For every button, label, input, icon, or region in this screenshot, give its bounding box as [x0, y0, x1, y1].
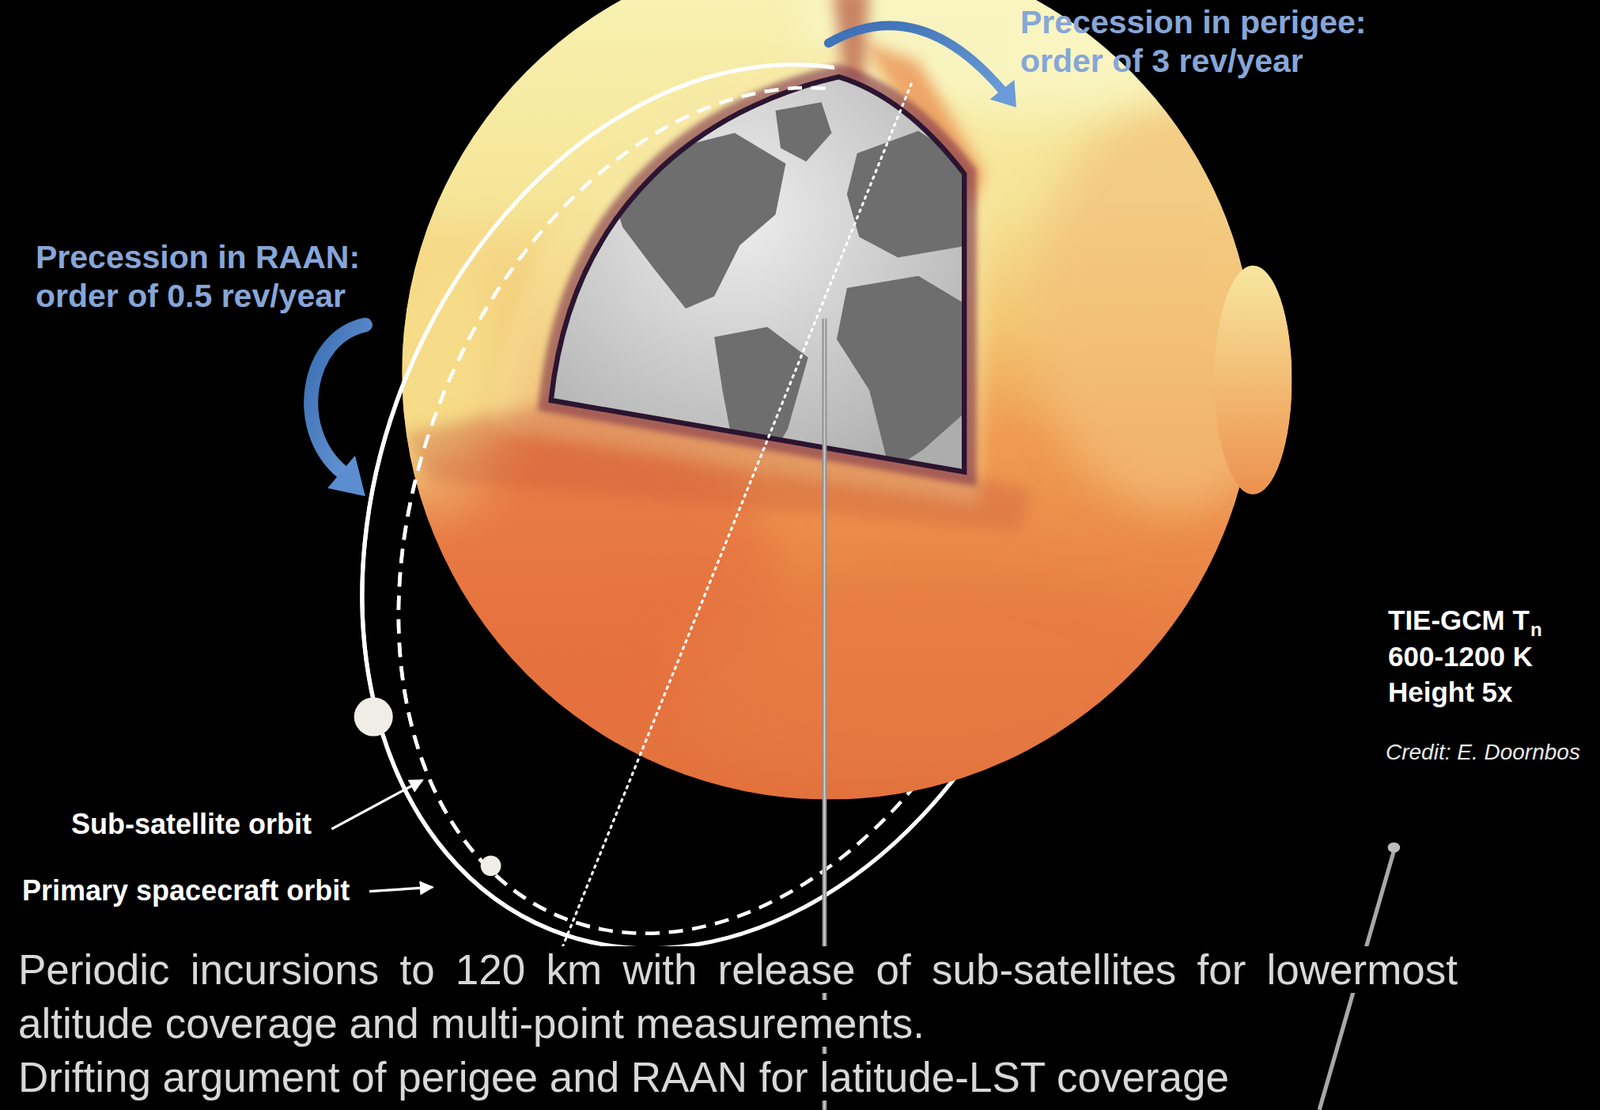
- model-note-block: 600-1200 K: [1388, 639, 1533, 674]
- orbit-label-block: Primary spacecraft orbit: [22, 873, 350, 908]
- credit-note-block: Credit: E. Doornbos: [1385, 738, 1581, 766]
- continent: [775, 102, 833, 162]
- precession-note: Precession in RAAN: order of 0.5 rev/yea…: [35, 238, 360, 314]
- continent: [847, 130, 970, 258]
- precession-note-block: Precession in perigee: order of 3 rev/ye…: [1020, 3, 1377, 81]
- orbits-front: [234, 0, 1209, 1057]
- primary-orbit: [234, 0, 1209, 1057]
- primary-spacecraft: [354, 696, 394, 736]
- leader-arrow: [331, 779, 423, 829]
- model-note: 600-1200 K: [1388, 640, 1533, 672]
- orbit-label: Sub-satellite orbit: [71, 807, 312, 840]
- body-text: Drifting argument of perigee and RAAN fo…: [18, 1053, 1230, 1101]
- thermosphere-sphere: [366, 0, 1327, 807]
- raan-arrow: [310, 325, 366, 473]
- leader-arrow: [369, 886, 433, 891]
- rod-tip: [1388, 842, 1400, 853]
- sub-satellite: [480, 854, 502, 876]
- sphere-bulge: [1214, 265, 1292, 495]
- body-text: Periodic incursions to 120 km with relea…: [18, 945, 1458, 1047]
- earth-rim: [551, 76, 965, 472]
- continents: [610, 102, 970, 482]
- body-text-block: Periodic incursions to 120 km with relea…: [18, 942, 1458, 1051]
- raan-arrowhead: [327, 455, 366, 497]
- perigee-arrowhead: [989, 79, 1017, 108]
- subscript: n: [1530, 618, 1543, 640]
- model-note-block: Height 5x: [1388, 675, 1514, 709]
- orbit-label: Primary spacecraft orbit: [22, 873, 350, 907]
- model-note: Height 5x: [1388, 676, 1514, 708]
- orbit-label-block: Sub-satellite orbit: [71, 806, 312, 841]
- model-note-block: TIE-GCM T: [1388, 603, 1530, 637]
- subscript-block: n: [1530, 618, 1543, 642]
- apsidal-line: [554, 83, 912, 968]
- model-note: TIE-GCM T: [1388, 604, 1530, 636]
- continent: [836, 276, 970, 473]
- sphere-shade: [1030, 102, 1317, 511]
- continent: [610, 132, 787, 309]
- precession-note-block: Precession in RAAN: order of 0.5 rev/yea…: [35, 238, 368, 316]
- continent: [714, 326, 809, 482]
- credit-note: Credit: E. Doornbos: [1385, 739, 1581, 765]
- sphere-shade: [663, 561, 1174, 787]
- sphere-fill: [387, 0, 1327, 807]
- perigee-arrow: [828, 25, 1003, 90]
- body-text-block: Drifting argument of perigee and RAAN fo…: [18, 1050, 1230, 1105]
- precession-note: Precession in perigee: order of 3 rev/ye…: [1020, 3, 1367, 80]
- sub-satellite-orbit: [278, 0, 1175, 1033]
